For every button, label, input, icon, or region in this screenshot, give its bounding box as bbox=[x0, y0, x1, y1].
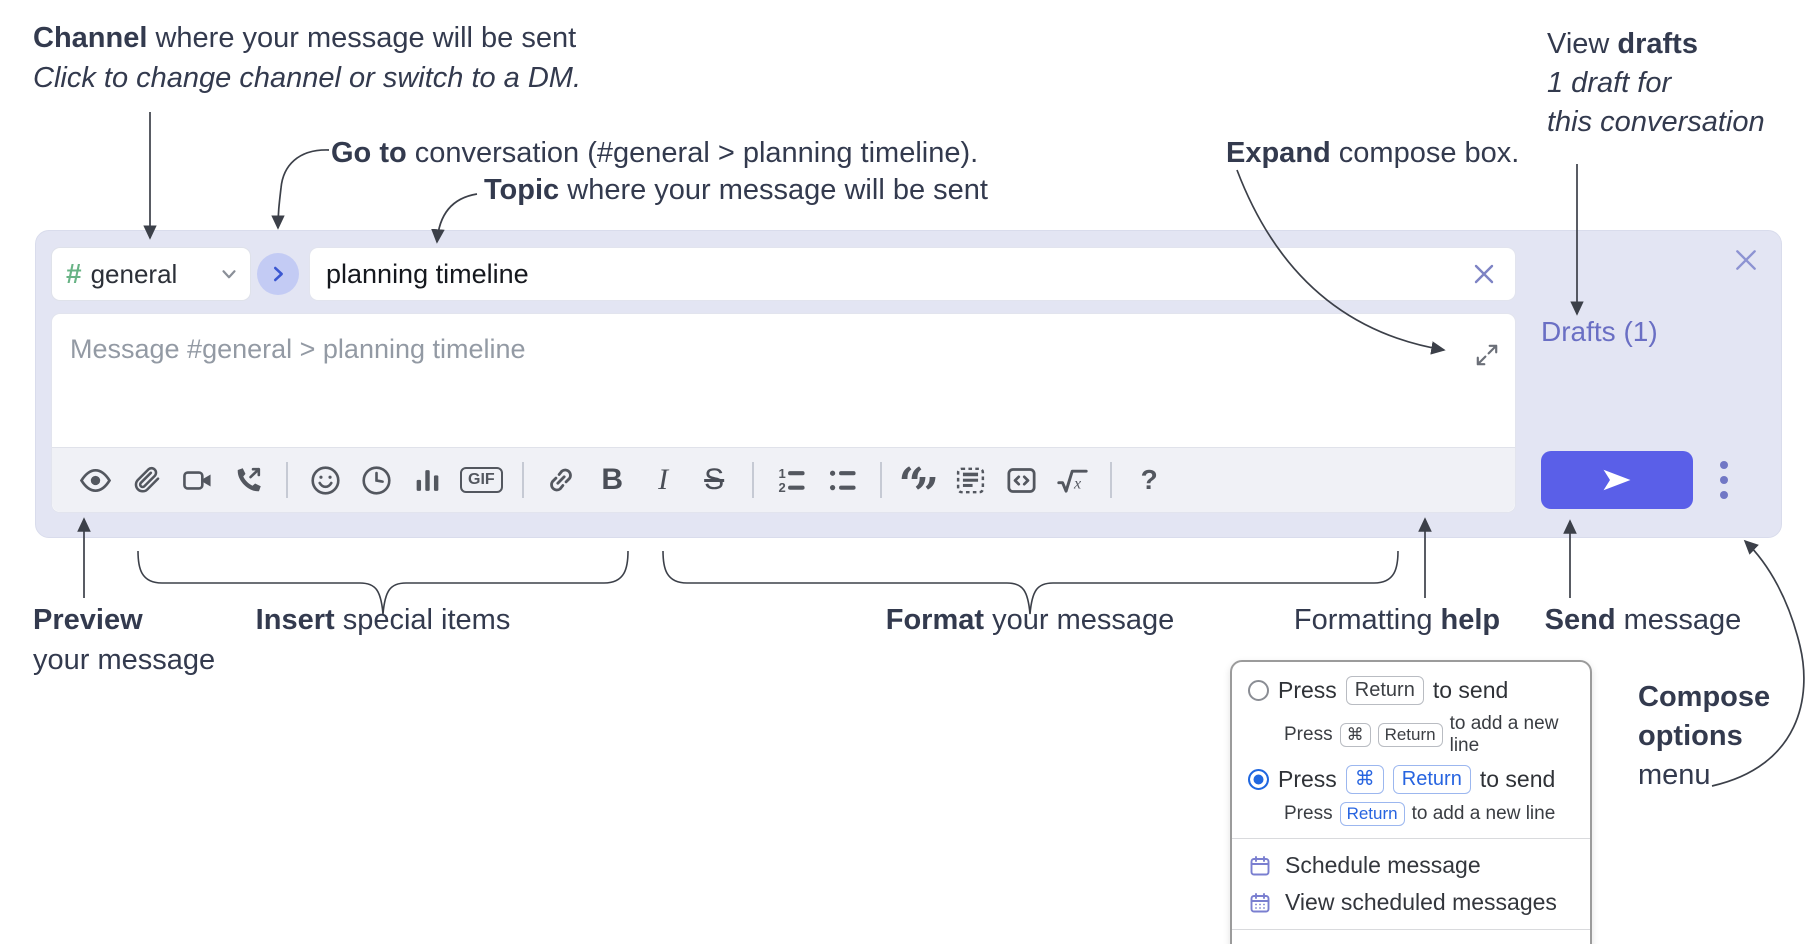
bulleted-list-icon[interactable] bbox=[824, 462, 861, 499]
link-icon[interactable] bbox=[543, 462, 580, 499]
svg-text:2: 2 bbox=[778, 480, 785, 495]
menu-divider bbox=[1232, 929, 1590, 930]
annotation-preview: Preview your message bbox=[33, 604, 216, 676]
annotation-expand: Expand compose box. bbox=[1226, 137, 1520, 169]
send-icon bbox=[1603, 469, 1631, 491]
key-return: Return bbox=[1377, 723, 1443, 747]
go-to-conversation-button[interactable] bbox=[257, 253, 299, 295]
channel-name: general bbox=[90, 258, 178, 289]
attach-file-icon[interactable] bbox=[128, 462, 165, 499]
menu-item-save-draft[interactable]: Save draft and start a new message bbox=[1232, 938, 1590, 944]
chevron-right-icon bbox=[273, 266, 283, 282]
toolbar-divider bbox=[1109, 462, 1112, 498]
annotation-format: Format your message bbox=[885, 604, 1175, 636]
message-block: GIF B I S 1 2 bbox=[51, 313, 1516, 520]
close-compose-icon[interactable] bbox=[1733, 247, 1759, 273]
calendar-grid-icon bbox=[1250, 892, 1270, 912]
option-enter-sends-hint: Press ⌘ Return to add a new line bbox=[1284, 713, 1559, 756]
strikethrough-icon[interactable]: S bbox=[704, 463, 725, 496]
video-call-icon[interactable] bbox=[179, 462, 216, 499]
message-formatting-help-icon[interactable]: ? bbox=[1140, 464, 1158, 495]
drafts-link[interactable]: Drafts (1) bbox=[1541, 316, 1658, 347]
radio-unselected-icon[interactable] bbox=[1248, 680, 1269, 701]
annotation-channel-line2: Click to change channel or switch to a D… bbox=[33, 62, 582, 94]
bold-icon[interactable]: B bbox=[601, 463, 623, 496]
preview-eye-icon[interactable] bbox=[77, 462, 114, 499]
channel-hash-icon: # bbox=[66, 258, 82, 289]
italic-icon[interactable]: I bbox=[658, 463, 669, 496]
toolbar-divider bbox=[879, 462, 882, 498]
annotation-formatting-help: Formatting help bbox=[1293, 604, 1501, 636]
key-cmd: ⌘ bbox=[1339, 723, 1371, 747]
chevron-down-icon bbox=[222, 270, 236, 279]
annotation-send: Send message bbox=[1544, 604, 1742, 636]
topic-input[interactable] bbox=[309, 247, 1516, 301]
svg-text:1: 1 bbox=[778, 465, 785, 480]
key-cmd: ⌘ bbox=[1345, 765, 1384, 794]
radio-selected-icon[interactable] bbox=[1248, 769, 1269, 790]
annotation-channel-rest: where your message will be sent bbox=[147, 22, 577, 54]
annotation-topic: Topic where your message will be sent bbox=[484, 174, 988, 206]
message-input[interactable] bbox=[52, 314, 1515, 447]
option-enter-sends[interactable]: Press Return to send bbox=[1232, 672, 1590, 709]
annotation-go-to: Go to conversation (#general > planning … bbox=[331, 137, 979, 169]
voice-call-icon[interactable] bbox=[230, 462, 267, 499]
math-icon[interactable]: x bbox=[1054, 462, 1091, 499]
expand-compose-icon[interactable] bbox=[1474, 342, 1500, 368]
gif-icon[interactable]: GIF bbox=[460, 462, 503, 499]
annotation-insert: Insert special items bbox=[255, 604, 511, 636]
arrow-go-to bbox=[271, 149, 330, 230]
numbered-list-icon[interactable]: 1 2 bbox=[773, 462, 810, 499]
menu-item-schedule-message[interactable]: Schedule message bbox=[1232, 847, 1590, 884]
svg-text:x: x bbox=[1073, 475, 1081, 492]
annotation-compose-options: Compose options menu bbox=[1638, 681, 1771, 791]
toolbar-divider bbox=[751, 462, 754, 498]
toolbar-divider bbox=[521, 462, 524, 498]
code-icon[interactable] bbox=[1003, 462, 1040, 499]
toolbar-divider bbox=[286, 462, 288, 498]
key-return: Return bbox=[1345, 676, 1424, 705]
emoji-icon[interactable] bbox=[307, 462, 344, 499]
menu-divider bbox=[1232, 838, 1590, 839]
option-cmd-enter-sends-hint: Press Return to add a new line bbox=[1284, 802, 1556, 826]
annotation-view-drafts: View drafts 1 draft for this conversatio… bbox=[1547, 28, 1765, 138]
compose-options-icon[interactable] bbox=[1716, 457, 1732, 503]
spoiler-icon[interactable] bbox=[952, 462, 989, 499]
quote-icon[interactable]: “” bbox=[898, 458, 939, 520]
compose-box: # general bbox=[35, 230, 1782, 538]
menu-item-view-scheduled-messages[interactable]: View scheduled messages bbox=[1232, 884, 1590, 921]
clear-topic-icon[interactable] bbox=[1472, 262, 1496, 286]
poll-chart-icon[interactable] bbox=[409, 462, 446, 499]
annotation-channel: Channel where your message will be sent … bbox=[33, 18, 581, 98]
compose-options-menu: Press Return to send Press ⌘ Return to a… bbox=[1230, 660, 1592, 944]
global-time-icon[interactable] bbox=[358, 462, 395, 499]
channel-selector[interactable]: # general bbox=[51, 247, 251, 301]
annotation-channel-bold: Channel bbox=[33, 22, 148, 54]
compose-toolbar: GIF B I S 1 2 bbox=[52, 447, 1515, 520]
option-cmd-enter-sends[interactable]: Press ⌘ Return to send bbox=[1232, 761, 1590, 798]
key-return: Return bbox=[1339, 802, 1405, 826]
key-return: Return bbox=[1392, 765, 1471, 794]
send-button[interactable] bbox=[1541, 451, 1693, 509]
calendar-icon bbox=[1250, 855, 1270, 875]
